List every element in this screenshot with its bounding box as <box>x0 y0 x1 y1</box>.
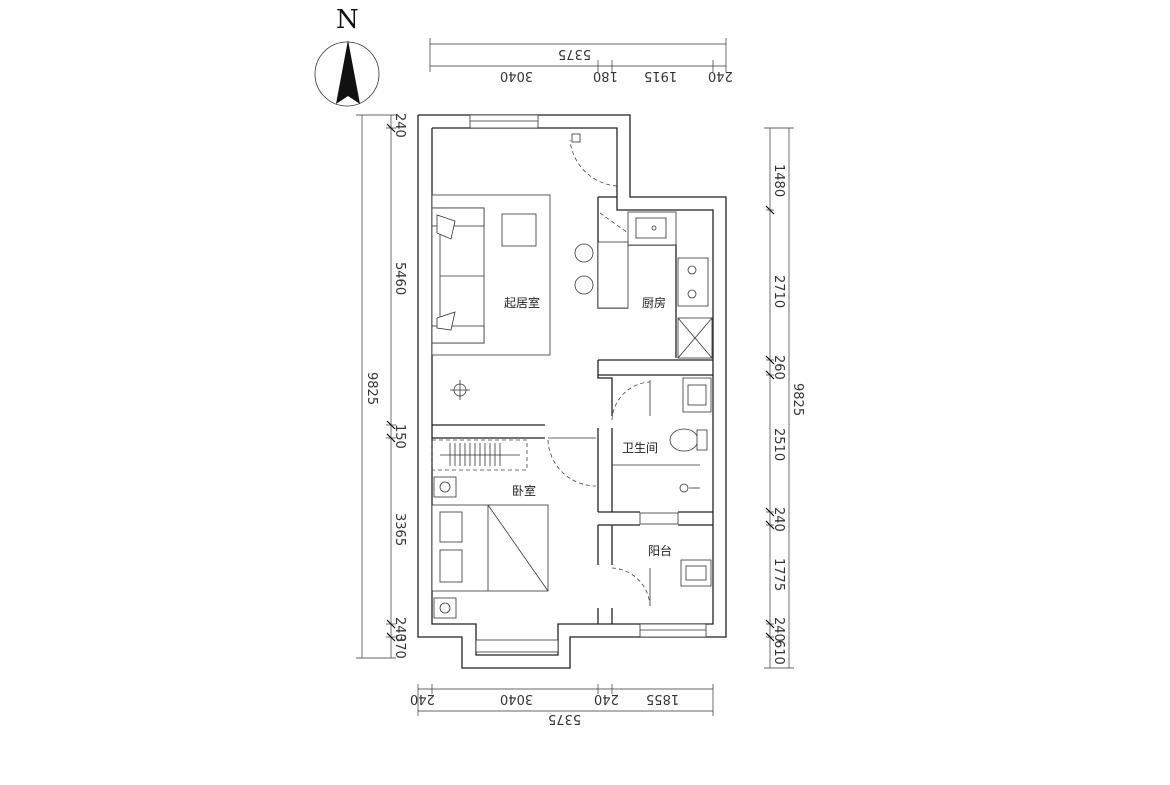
dim-bottom-3: 240 <box>594 691 619 706</box>
dim-left-2: 5460 <box>392 262 407 295</box>
dim-left-4: 3365 <box>392 513 407 546</box>
bay-window <box>475 639 559 653</box>
entry-door-swing <box>569 139 618 187</box>
bath-window <box>639 512 679 525</box>
room-label-kitchen: 厨房 <box>642 295 666 310</box>
doors <box>547 133 651 607</box>
dim-bottom-2: 3040 <box>500 691 533 706</box>
bathroom-fixtures <box>669 377 712 493</box>
room-label-bedroom: 卧室 <box>512 483 536 498</box>
dim-top-1: 3040 <box>500 68 533 83</box>
dim-right-1: 1480 <box>771 164 786 197</box>
compass-circle <box>314 41 380 107</box>
room-label-living: 起居室 <box>504 295 540 310</box>
kitchen-fixtures <box>574 211 713 359</box>
dim-bottom-total: 5375 <box>548 711 581 726</box>
bar-stool-icon <box>574 275 594 295</box>
dim-bottom-4: 1855 <box>646 691 679 706</box>
dim-top-3: 1915 <box>644 68 677 83</box>
coffee-table <box>501 213 537 247</box>
bedroom-door-swing <box>547 439 597 487</box>
bar-stool-icon <box>574 243 594 263</box>
dim-right-total: 9825 <box>790 383 805 416</box>
dim-left-5: 240 <box>392 617 407 642</box>
nightstand-icon <box>433 597 457 619</box>
nightstand-icon <box>433 476 457 498</box>
wardrobe <box>431 439 528 471</box>
room-label-bathroom: 卫生间 <box>622 441 658 455</box>
living-furniture <box>431 194 551 400</box>
dim-bottom-1: 240 <box>410 691 435 706</box>
balcony-window <box>639 623 707 638</box>
cushion-icon <box>436 214 456 240</box>
toilet-icon <box>669 428 699 452</box>
top-window <box>469 114 539 129</box>
bath-door-swing <box>611 381 651 421</box>
dim-top-2: 180 <box>593 68 618 83</box>
pillow-icon <box>439 549 463 583</box>
north-arrow-icon <box>336 40 360 104</box>
top-dimensions: 5375 3040 180 1915 240 <box>429 38 733 83</box>
north-label: N <box>336 5 359 35</box>
dim-top-4: 240 <box>708 68 733 83</box>
shower-drain-icon <box>679 483 689 493</box>
dim-left-6: 370 <box>392 634 407 659</box>
dim-left-1: 240 <box>392 113 407 138</box>
pillow-icon <box>439 511 463 543</box>
balcony-fixtures <box>680 559 712 587</box>
dim-right-3: 260 <box>771 355 786 380</box>
wardrobe-hangers <box>440 443 520 466</box>
left-dimensions: 9825 240 5460 150 3365 240 370 <box>356 113 407 659</box>
dim-right-6: 1775 <box>771 558 786 591</box>
dim-right-2: 2710 <box>771 275 786 308</box>
dim-right-5: 240 <box>771 507 786 532</box>
dim-left-total: 9825 <box>364 372 379 405</box>
dim-right-8: 610 <box>771 640 786 665</box>
bottom-dimensions: 240 3040 240 1855 5375 <box>410 684 714 726</box>
stove-icon <box>677 257 709 307</box>
dim-right-4: 2510 <box>771 428 786 461</box>
bedroom-furniture <box>431 439 549 619</box>
right-dimensions: 1480 2710 260 2510 240 1775 240 610 9825 <box>764 127 805 669</box>
dim-left-3: 150 <box>392 424 407 449</box>
balcony-door-swing <box>611 567 651 607</box>
dining-bar <box>597 241 629 309</box>
dim-top-total: 5375 <box>558 46 591 61</box>
cushion-icon <box>436 311 456 331</box>
room-label-balcony: 阳台 <box>648 543 672 558</box>
dim-right-7: 240 <box>771 617 786 642</box>
outer-wall-line <box>417 114 727 669</box>
north-compass: N <box>314 5 380 107</box>
